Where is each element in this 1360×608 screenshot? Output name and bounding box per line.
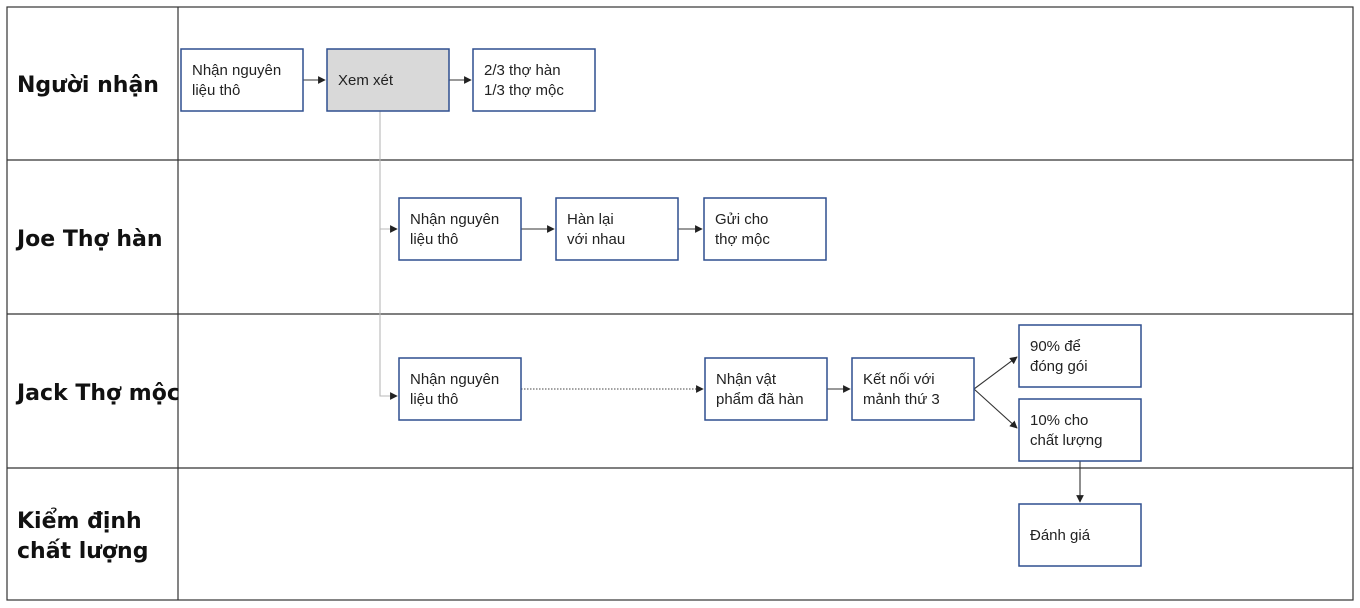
lane-label-carpenter: Jack Thợ mộc — [15, 381, 180, 406]
node-label: mảnh thứ 3 — [863, 391, 940, 408]
node-label: 1/3 thợ mộc — [484, 82, 564, 99]
node-label: Hàn lại — [567, 211, 614, 228]
edge-c3-c5 — [973, 388, 1018, 429]
node-label: liệu thô — [410, 391, 458, 408]
node-label: Nhận nguyên — [410, 371, 499, 388]
process-node-w1: Nhận nguyên liệu thô — [398, 197, 522, 261]
edge-c3-c4 — [973, 356, 1018, 390]
process-node-w3: Gửi cho thợ mộc — [703, 197, 827, 261]
node-label: 10% cho — [1030, 412, 1088, 429]
process-node-w2: Hàn lại với nhau — [555, 197, 679, 261]
node-label: Đánh giá — [1030, 527, 1091, 544]
process-node-r3: 2/3 thợ hàn 1/3 thợ mộc — [472, 48, 596, 112]
edge-r2-c1 — [379, 229, 398, 400]
node-box — [1018, 398, 1142, 462]
process-node-r2: Xem xét — [326, 48, 450, 112]
process-node-c2: Nhận vật phẩm đã hàn — [704, 357, 828, 421]
node-label: thợ mộc — [715, 231, 770, 248]
node-box — [704, 357, 828, 421]
node-label: liệu thô — [192, 82, 240, 99]
node-box — [703, 197, 827, 261]
process-node-r1: Nhận nguyên liệu thô — [180, 48, 304, 112]
node-box — [398, 357, 522, 421]
lane-welder: Joe Thợ hàn — [15, 227, 163, 252]
node-label: Nhận vật — [716, 371, 777, 388]
node-label: 2/3 thợ hàn — [484, 62, 561, 79]
lane-receiver: Người nhận — [17, 73, 159, 98]
node-box — [555, 197, 679, 261]
lane-qa: Kiểm định chất lượng — [17, 508, 148, 564]
node-box — [851, 357, 975, 421]
process-node-c3: Kết nối với mảnh thứ 3 — [851, 357, 975, 421]
process-node-c1: Nhận nguyên liệu thô — [398, 357, 522, 421]
node-label: Gửi cho — [715, 211, 768, 228]
node-box — [472, 48, 596, 112]
process-node-q1: Đánh giá — [1018, 503, 1142, 567]
edge-r2-w1 — [379, 111, 398, 233]
process-node-c5: 10% cho chất lượng — [1018, 398, 1142, 462]
node-label: Xem xét — [338, 72, 394, 89]
lane-label-welder: Joe Thợ hàn — [15, 227, 163, 252]
node-label: Kết nối với — [863, 371, 935, 388]
node-label: Nhận nguyên — [410, 211, 499, 228]
lane-grid — [6, 6, 1354, 601]
process-node-c4: 90% để đóng gói — [1018, 324, 1142, 388]
node-box — [1018, 324, 1142, 388]
node-label: đóng gói — [1030, 358, 1088, 375]
node-label: phẩm đã hàn — [716, 391, 804, 408]
node-box — [180, 48, 304, 112]
lane-label-qa: Kiểm định — [17, 508, 142, 534]
lane-carpenter: Jack Thợ mộc — [15, 381, 180, 406]
node-box — [1018, 503, 1142, 567]
node-label: 90% để — [1030, 338, 1081, 355]
node-label: liệu thô — [410, 231, 458, 248]
node-label: chất lượng — [1030, 432, 1102, 449]
lane-label-receiver: Người nhận — [17, 73, 159, 98]
node-label: Nhận nguyên — [192, 62, 281, 79]
node-box — [398, 197, 522, 261]
node-label: với nhau — [567, 231, 625, 248]
node-box — [326, 48, 450, 112]
lane-label-qa: chất lượng — [17, 539, 148, 564]
